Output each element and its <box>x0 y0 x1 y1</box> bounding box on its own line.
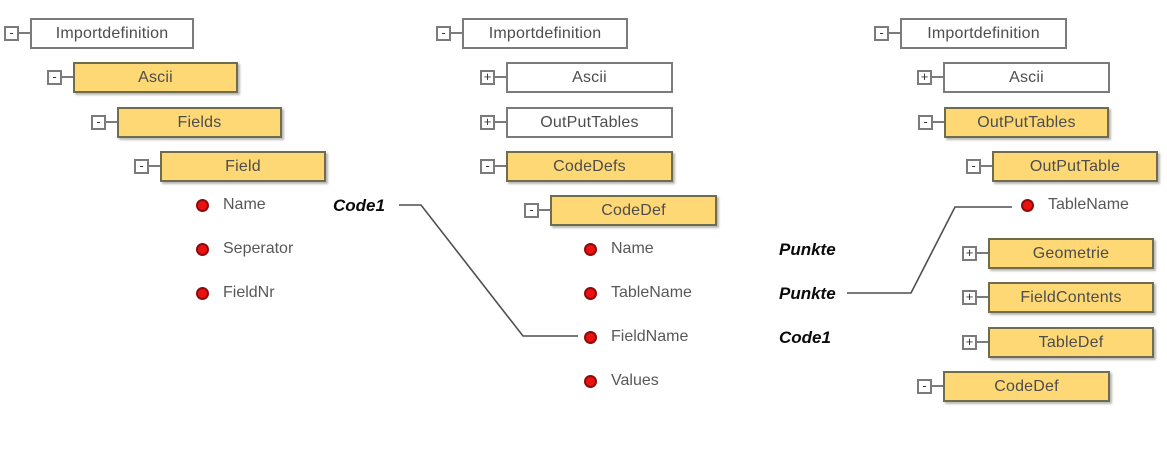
collapse-toggle-icon[interactable]: - <box>524 203 539 218</box>
tree3-node-ascii[interactable]: + Ascii <box>917 62 1110 93</box>
node-label: CodeDef <box>943 371 1110 402</box>
toggle-tick <box>106 121 117 123</box>
node-label: Ascii <box>506 62 673 93</box>
tree1-attr-name[interactable]: Name <box>196 196 266 213</box>
annotation-punkte-2: Punkte <box>779 284 836 303</box>
node-label: OutPutTables <box>944 107 1109 138</box>
attribute-dot-icon <box>1021 198 1034 212</box>
collapse-toggle-icon[interactable]: - <box>91 115 106 130</box>
attribute-dot-icon <box>196 198 209 212</box>
tree3-node-codedef[interactable]: - CodeDef <box>917 371 1110 402</box>
collapse-toggle-icon[interactable]: - <box>918 115 933 130</box>
toggle-tick <box>889 32 900 34</box>
node-label: TableDef <box>988 327 1154 358</box>
node-label: Importdefinition <box>900 18 1067 49</box>
attribute-dot-icon <box>584 242 597 256</box>
annotation-punkte-1: Punkte <box>779 240 836 259</box>
collapse-toggle-icon[interactable]: - <box>917 379 932 394</box>
tree3-attr-tablename[interactable]: TableName <box>1021 196 1129 213</box>
expand-toggle-icon[interactable]: + <box>962 246 977 261</box>
tree2-node-importdefinition[interactable]: - Importdefinition <box>436 18 628 49</box>
toggle-tick <box>932 385 943 387</box>
node-label: FieldContents <box>988 282 1154 313</box>
tree3-node-importdefinition[interactable]: - Importdefinition <box>874 18 1067 49</box>
collapse-toggle-icon[interactable]: - <box>47 70 62 85</box>
tree1-node-importdefinition[interactable]: - Importdefinition <box>4 18 194 49</box>
node-label: Ascii <box>943 62 1110 93</box>
node-label: Importdefinition <box>462 18 628 49</box>
collapse-toggle-icon[interactable]: - <box>134 159 149 174</box>
expand-toggle-icon[interactable]: + <box>480 70 495 85</box>
attribute-dot-icon <box>196 286 209 300</box>
tree1-attr-seperator[interactable]: Seperator <box>196 240 294 257</box>
node-label: OutPutTable <box>992 151 1158 182</box>
tree1-node-ascii[interactable]: - Ascii <box>47 62 238 93</box>
node-label: Fields <box>117 107 282 138</box>
tree2-node-ascii[interactable]: + Ascii <box>480 62 673 93</box>
collapse-toggle-icon[interactable]: - <box>966 159 981 174</box>
collapse-toggle-icon[interactable]: - <box>874 26 889 41</box>
toggle-tick <box>149 165 160 167</box>
tree2-attr-tablename[interactable]: TableName <box>584 284 692 301</box>
tree2-node-codedef[interactable]: - CodeDef <box>524 195 717 226</box>
attribute-label: Name <box>223 196 266 213</box>
toggle-tick <box>977 296 988 298</box>
attribute-dot-icon <box>584 374 597 388</box>
toggle-tick <box>977 252 988 254</box>
attribute-label: FieldNr <box>223 284 275 301</box>
toggle-tick <box>981 165 992 167</box>
attribute-dot-icon <box>584 330 597 344</box>
node-label: Ascii <box>73 62 238 93</box>
connector-punkte-to-tablename <box>847 206 1012 294</box>
expand-toggle-icon[interactable]: + <box>480 115 495 130</box>
tree3-node-outputtable[interactable]: - OutPutTable <box>966 151 1158 182</box>
attribute-label: FieldName <box>611 328 689 345</box>
toggle-tick <box>19 32 30 34</box>
tree1-attr-fieldnr[interactable]: FieldNr <box>196 284 275 301</box>
collapse-toggle-icon[interactable]: - <box>480 159 495 174</box>
tree3-node-tabledef[interactable]: + TableDef <box>962 327 1154 358</box>
node-label: OutPutTables <box>506 107 673 138</box>
annotation-code1-right: Code1 <box>779 328 831 347</box>
toggle-tick <box>539 209 550 211</box>
tree2-attr-fieldname[interactable]: FieldName <box>584 328 689 345</box>
tree2-attr-values[interactable]: Values <box>584 372 659 389</box>
attribute-label: Values <box>611 372 659 389</box>
toggle-tick <box>62 76 73 78</box>
toggle-tick <box>932 76 943 78</box>
tree2-node-codedefs[interactable]: - CodeDefs <box>480 151 673 182</box>
expand-toggle-icon[interactable]: + <box>962 335 977 350</box>
expand-toggle-icon[interactable]: + <box>962 290 977 305</box>
attribute-label: TableName <box>611 284 692 301</box>
collapse-toggle-icon[interactable]: - <box>436 26 451 41</box>
toggle-tick <box>495 121 506 123</box>
tree3-node-geometrie[interactable]: + Geometrie <box>962 238 1154 269</box>
node-label: CodeDefs <box>506 151 673 182</box>
attribute-label: Name <box>611 240 654 257</box>
connector-code1-to-fieldname <box>399 204 578 337</box>
attribute-label: Seperator <box>223 240 294 257</box>
node-label: Geometrie <box>988 238 1154 269</box>
annotation-code1-left: Code1 <box>333 196 385 215</box>
tree3-node-fieldcontents[interactable]: + FieldContents <box>962 282 1154 313</box>
tree1-node-fields[interactable]: - Fields <box>91 107 282 138</box>
attribute-label: TableName <box>1048 196 1129 213</box>
toggle-tick <box>495 76 506 78</box>
node-label: Importdefinition <box>30 18 194 49</box>
collapse-toggle-icon[interactable]: - <box>4 26 19 41</box>
toggle-tick <box>977 341 988 343</box>
node-label: CodeDef <box>550 195 717 226</box>
toggle-tick <box>451 32 462 34</box>
attribute-dot-icon <box>196 242 209 256</box>
tree1-node-field[interactable]: - Field <box>134 151 326 182</box>
node-label: Field <box>160 151 326 182</box>
tree2-attr-name[interactable]: Name <box>584 240 654 257</box>
tree2-node-outputtables[interactable]: + OutPutTables <box>480 107 673 138</box>
toggle-tick <box>933 121 944 123</box>
toggle-tick <box>495 165 506 167</box>
tree3-node-outputtables[interactable]: - OutPutTables <box>918 107 1109 138</box>
attribute-dot-icon <box>584 286 597 300</box>
expand-toggle-icon[interactable]: + <box>917 70 932 85</box>
